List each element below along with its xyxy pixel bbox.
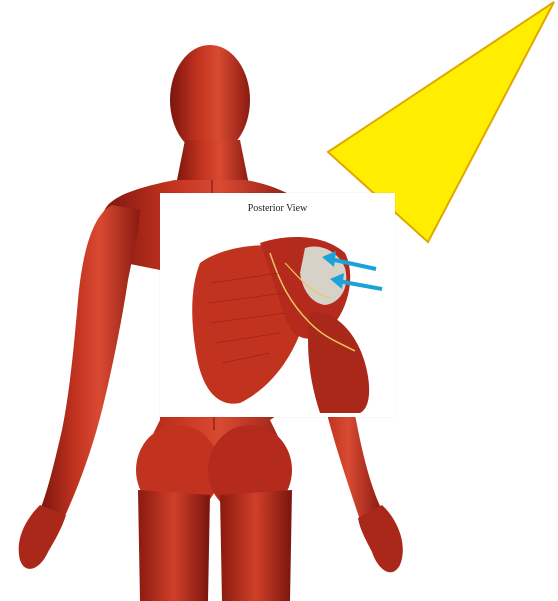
shoulder-inset-panel: Posterior View [160,193,395,417]
right-leg [220,490,292,601]
right-hand [358,505,403,572]
left-hand [19,505,66,569]
shoulder-illustration [160,193,395,417]
left-arm [40,205,140,518]
head [170,45,250,155]
inset-title: Posterior View [160,203,395,214]
left-leg [138,490,210,601]
triceps-muscle [308,312,369,413]
